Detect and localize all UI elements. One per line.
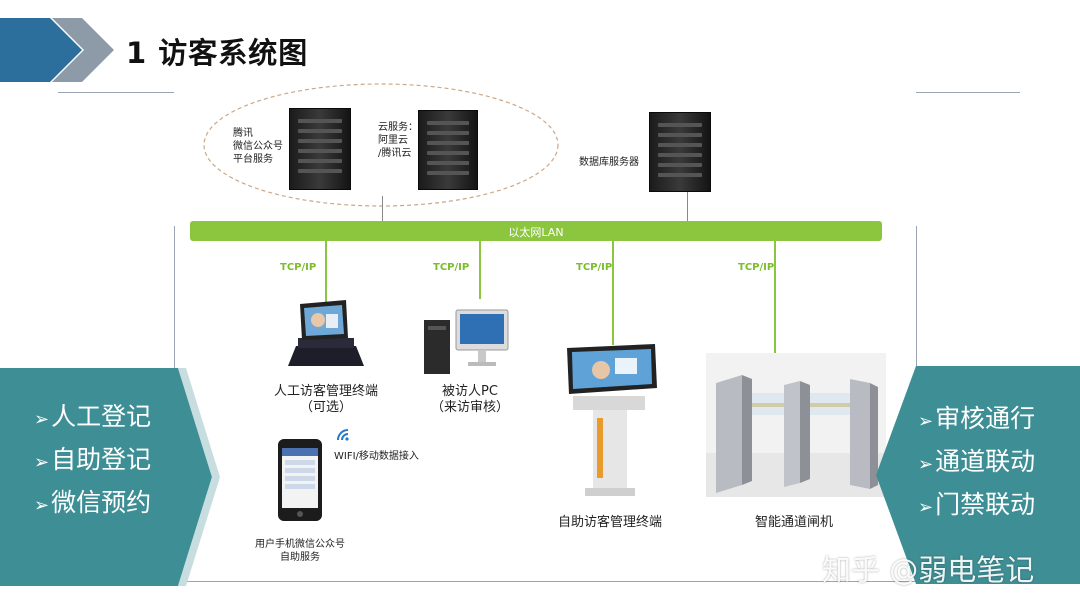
cloud-boundary [203,83,559,207]
database-server-icon [649,112,711,192]
tcp-link-manual [325,241,327,303]
cloud-server-icon [418,110,478,190]
ethernet-lan-bar: 以太网LAN [190,221,882,241]
header-divider-left [58,92,174,93]
watermark: 知乎 @弱电笔记 [822,553,1035,587]
tcp-label: TCP/IP [738,262,775,273]
pos-terminal-icon [288,300,364,366]
tcp-link-pc [479,241,481,299]
database-link [687,192,688,222]
left-panel-bg [0,368,220,586]
page-title: 1 访客系统图 [126,36,309,70]
smartphone-icon [278,439,322,521]
lan-label: 以太网LAN [508,226,564,239]
list-item: ➢自助登记 [34,445,152,474]
database-server-label: 数据库服务器 [579,157,639,168]
left-panel-list: ➢人工登记 ➢自助登记 ➢微信预约 [34,397,151,526]
tcp-link-kiosk [612,241,614,345]
manual-terminal-label: 人工访客管理终端 （可选） [273,384,378,415]
tencent-server-label: 腾讯 微信公众号 平台服务 [233,128,283,165]
tencent-server-icon [289,108,351,190]
gate-label: 智能通道闸机 [754,515,833,530]
tcp-label: TCP/IP [433,262,470,273]
phone-service-label: 用户手机微信公众号 自助服务 [255,539,345,563]
wifi-label: WIFI/移动数据接入 [334,451,419,462]
tcp-label: TCP/IP [576,262,613,273]
list-item: ➢门禁联动 [918,490,1036,519]
list-item: ➢人工登记 [34,402,152,431]
wifi-icon [337,429,349,441]
gate-photo [706,353,886,497]
cloud-server-label: 云服务： 阿里云 /腾讯云 [378,122,418,159]
list-item: ➢通道联动 [918,447,1036,476]
kiosk-label: 自助访客管理终端 [557,515,662,530]
right-panel-list: ➢审核通行 ➢通道联动 ➢门禁联动 [918,399,1035,528]
cloud-link [382,196,383,222]
visited-pc-label: 被访人PC （来访审核） [430,384,509,415]
tcp-label: TCP/IP [280,262,317,273]
header-divider-right [916,92,1020,93]
header-chevron-icon [0,18,114,82]
desktop-pc-icon [424,309,509,374]
list-item: ➢审核通行 [918,404,1036,433]
kiosk-icon [567,344,657,496]
tcp-link-gate [774,241,776,355]
right-panel-bg [876,366,1080,584]
turnstile-gate-icon [706,375,886,497]
list-item: ➢微信预约 [34,488,152,517]
